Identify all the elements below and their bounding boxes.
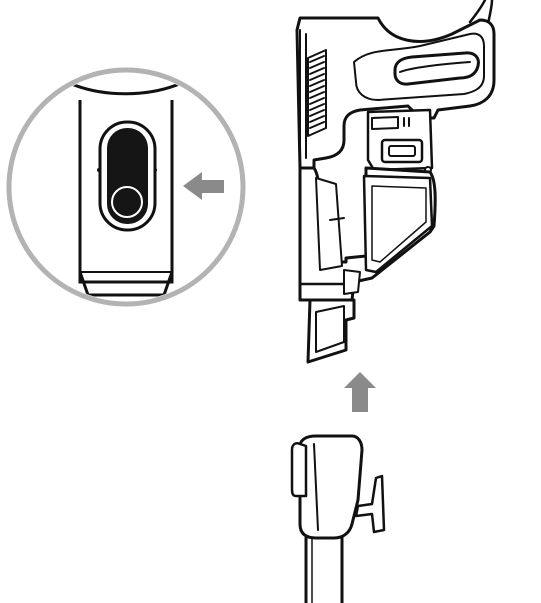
wand-side-clip [354,474,386,534]
battery-pack [362,174,434,274]
vacuum-main-body [295,0,496,364]
callout-handle-body [78,100,174,284]
callout-handle-cuff [78,271,174,297]
detail-callout [6,67,246,307]
connector-socket [306,298,356,364]
wand-latch [290,442,308,498]
wand-connector-head [298,434,364,540]
wand-tube [304,536,344,603]
handle-grip-slot [393,51,480,86]
release-button-dimple [111,186,143,218]
up-arrow-icon [344,372,376,412]
wand-attachment [290,434,386,603]
vent-grille [307,49,327,137]
left-arrow-icon [183,172,224,200]
